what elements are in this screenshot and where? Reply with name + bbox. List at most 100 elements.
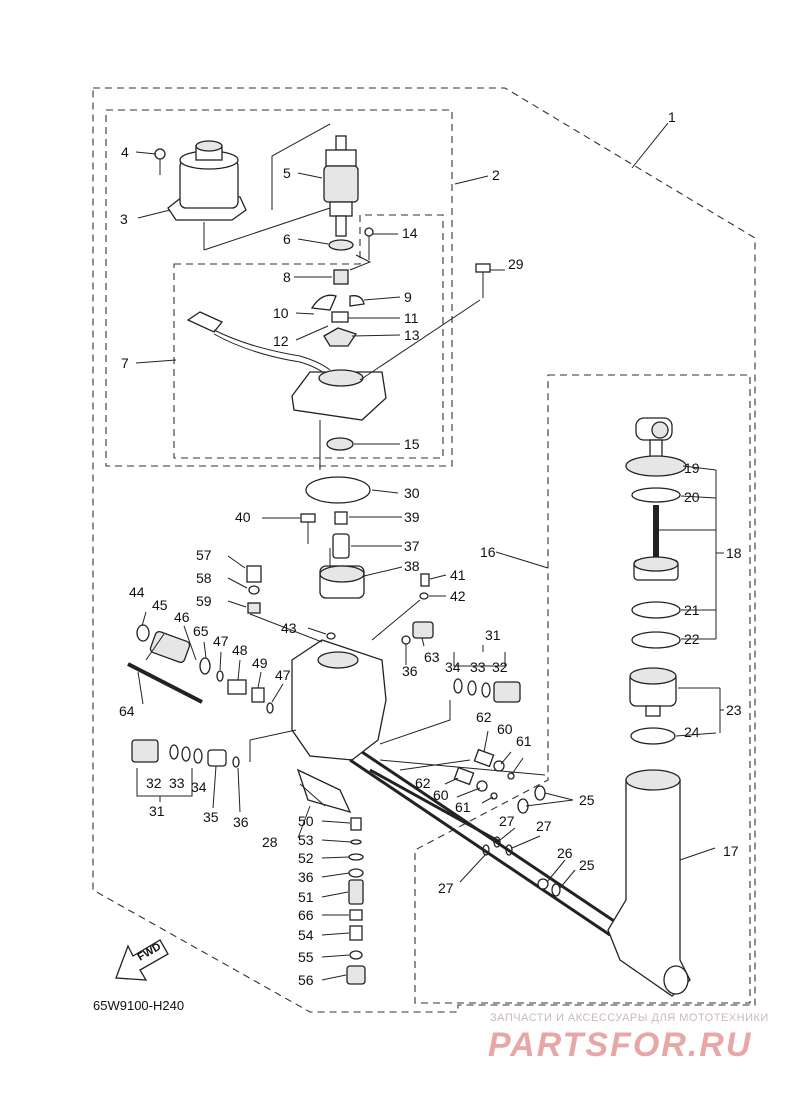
piston-49	[251, 687, 265, 703]
spring-62b	[453, 766, 475, 786]
reservoir-body	[291, 369, 387, 421]
gear-pump-38	[319, 565, 365, 599]
watermark-tagline: ЗАПЧАСТИ И АКСЕССУАРЫ ДЛЯ МОТОТЕХНИКИ	[490, 1012, 769, 1024]
callout-48: 48	[232, 642, 248, 658]
callout-61a: 61	[516, 733, 532, 749]
bolt-14	[364, 227, 374, 260]
callout-1: 1	[668, 109, 676, 125]
callout-8: 8	[283, 269, 291, 285]
cylinder-17	[607, 769, 691, 997]
bolt-40	[300, 513, 316, 544]
callout-47b: 47	[275, 667, 291, 683]
callout-63: 63	[424, 649, 440, 665]
piston-18	[633, 556, 679, 581]
callout-26: 26	[557, 845, 573, 861]
seat-59	[247, 602, 261, 614]
wire-lead	[186, 311, 331, 379]
callout-51: 51	[298, 889, 314, 905]
motor-group-boundary	[105, 109, 453, 467]
spring-57	[246, 565, 262, 583]
callout-56: 56	[298, 972, 314, 988]
ring-44	[136, 624, 150, 642]
oring-36c	[348, 868, 364, 878]
spring-48	[227, 679, 247, 695]
callout-34b: 34	[191, 779, 207, 795]
callout-44: 44	[129, 584, 145, 600]
motor-cover	[167, 140, 247, 221]
callout-34a: 34	[445, 659, 461, 675]
callout-15: 15	[404, 436, 420, 452]
oring-25c	[551, 883, 561, 897]
piston-rod-19	[625, 417, 687, 477]
oring-24	[630, 727, 676, 745]
callout-60b: 60	[433, 787, 449, 803]
callout-29: 29	[508, 256, 524, 272]
callout-21: 21	[684, 602, 700, 618]
callout-64: 64	[119, 703, 135, 719]
callout-54: 54	[298, 927, 314, 943]
bolt-29	[475, 263, 491, 298]
washer-15	[326, 437, 354, 451]
callout-33b: 33	[169, 775, 185, 791]
callout-42: 42	[450, 588, 466, 604]
callout-40: 40	[235, 509, 251, 525]
callout-31a: 31	[485, 627, 501, 643]
callout-36b: 36	[233, 814, 249, 830]
oring-36a	[401, 635, 411, 645]
ball-60b	[476, 780, 488, 792]
oring-47b	[266, 702, 274, 714]
callout-11: 11	[404, 310, 419, 326]
callout-25a: 25	[579, 792, 595, 808]
oring-30	[305, 476, 371, 504]
oring-53	[350, 839, 362, 845]
seat-66	[349, 909, 363, 921]
plug-50	[350, 817, 362, 831]
assembly-boundary	[92, 87, 756, 1013]
callout-62a: 62	[476, 709, 492, 725]
filter-26	[537, 878, 549, 890]
callout-20: 20	[684, 489, 700, 505]
ball-61a	[507, 772, 515, 780]
oring-65	[199, 657, 211, 675]
callout-36c: 36	[298, 869, 314, 885]
valve-35	[207, 749, 227, 767]
callout-37: 37	[404, 538, 420, 554]
coupling-8	[333, 269, 349, 285]
plug-31-left	[131, 739, 203, 764]
watermark-logo: PARTSFOR.RU	[488, 1026, 752, 1064]
oring-20	[631, 487, 681, 503]
callout-55: 55	[298, 949, 314, 965]
callout-60a: 60	[497, 721, 513, 737]
callout-4: 4	[121, 144, 129, 160]
callout-46: 46	[174, 609, 190, 625]
callout-39: 39	[404, 509, 420, 525]
brush-9	[349, 295, 365, 307]
callout-32b: 32	[146, 775, 162, 791]
spring-54	[349, 925, 363, 941]
diagram-code: 65W9100-H240	[93, 998, 184, 1013]
callout-36a: 36	[402, 663, 418, 679]
callout-66: 66	[298, 907, 314, 923]
ring-22	[631, 631, 681, 649]
callout-65: 65	[193, 623, 209, 639]
spring-62a	[473, 748, 495, 768]
callout-14: 14	[402, 225, 418, 241]
callout-13: 13	[404, 327, 420, 343]
callout-17: 17	[723, 843, 739, 859]
callout-35: 35	[203, 809, 219, 825]
callout-10: 10	[273, 305, 289, 321]
pipes	[349, 750, 621, 937]
callout-2: 2	[492, 167, 500, 183]
plug-56	[346, 965, 366, 985]
callout-32a: 32	[492, 659, 508, 675]
oring-21	[631, 601, 681, 619]
valve-63	[412, 621, 434, 639]
ball-58	[248, 585, 260, 595]
oring-36b	[232, 756, 240, 768]
pump-housing	[291, 639, 387, 814]
oring-25b	[534, 785, 546, 801]
pin-41	[420, 573, 430, 587]
callout-59: 59	[196, 593, 212, 609]
callout-27b: 27	[536, 818, 552, 834]
